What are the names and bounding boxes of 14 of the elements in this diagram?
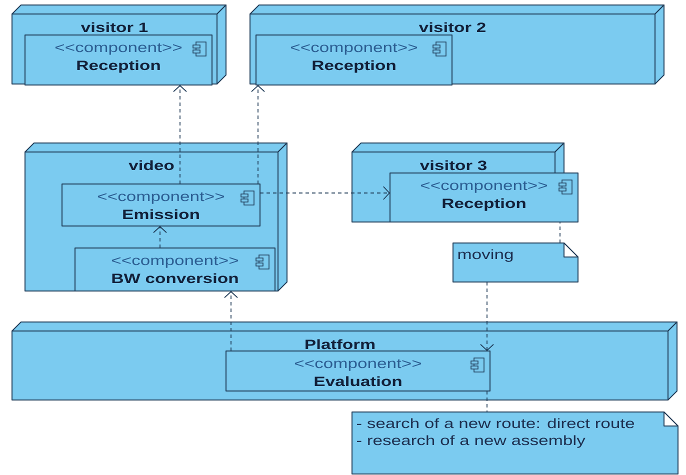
note: moving: [452, 242, 578, 282]
component-box: <<component>> BW conversion: [74, 248, 276, 292]
dependency-arrow: [153, 226, 167, 248]
component-box: <<component>> Reception: [24, 34, 212, 86]
component-box: <<component>> Evaluation: [226, 350, 490, 392]
dependency-arrow: [224, 291, 238, 352]
dependency-arrow: [251, 85, 265, 184]
component-box: <<component>> Emission: [62, 184, 260, 226]
anchor-line: [486, 390, 488, 412]
note: - search of a new route: direct route - research of a new assembly: [352, 412, 678, 474]
dependency-arrow: [480, 282, 494, 351]
dependency-arrow: [173, 85, 187, 184]
component-box: <<component>> Reception: [256, 34, 452, 86]
dependency-arrow: [260, 186, 390, 200]
